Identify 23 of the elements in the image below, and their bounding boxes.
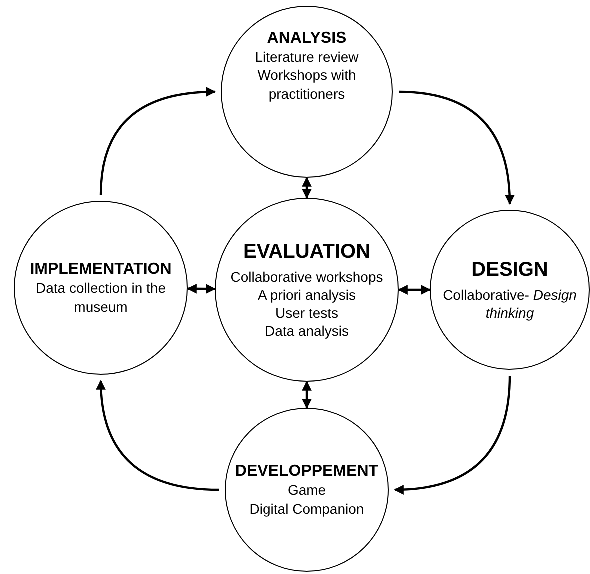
stage-title: ANALYSIS	[267, 29, 347, 48]
double-arrow	[302, 381, 312, 409]
stage-title: DEVELOPPEMENT	[235, 462, 379, 482]
cycle-arrow	[96, 380, 220, 492]
stage-description: User tests	[275, 304, 338, 322]
stage-description: Collaborative workshops	[230, 268, 384, 286]
stage-description: Collaborative- Design thinking	[442, 286, 578, 322]
double-arrow	[398, 285, 431, 295]
cycle-arrow	[100, 87, 216, 196]
stage-description: Digital Companion	[250, 500, 364, 518]
double-arrow	[187, 284, 216, 294]
double-arrow	[302, 177, 312, 199]
stage-description: Game	[288, 481, 326, 500]
stage-title: DESIGN	[472, 258, 548, 282]
cycle-arrow	[394, 376, 512, 495]
cycle-arrow	[398, 90, 515, 205]
stage-description: Workshops with practitioners	[256, 66, 358, 103]
stage-title: EVALUATION	[243, 240, 371, 264]
stage-description: A priori analysis	[258, 286, 356, 304]
stage-title: IMPLEMENTATION	[30, 260, 172, 280]
stage-description: Literature review	[255, 48, 359, 66]
stage-description: Data analysis	[264, 322, 350, 340]
stage-description: Data collection in the museum	[35, 279, 167, 316]
